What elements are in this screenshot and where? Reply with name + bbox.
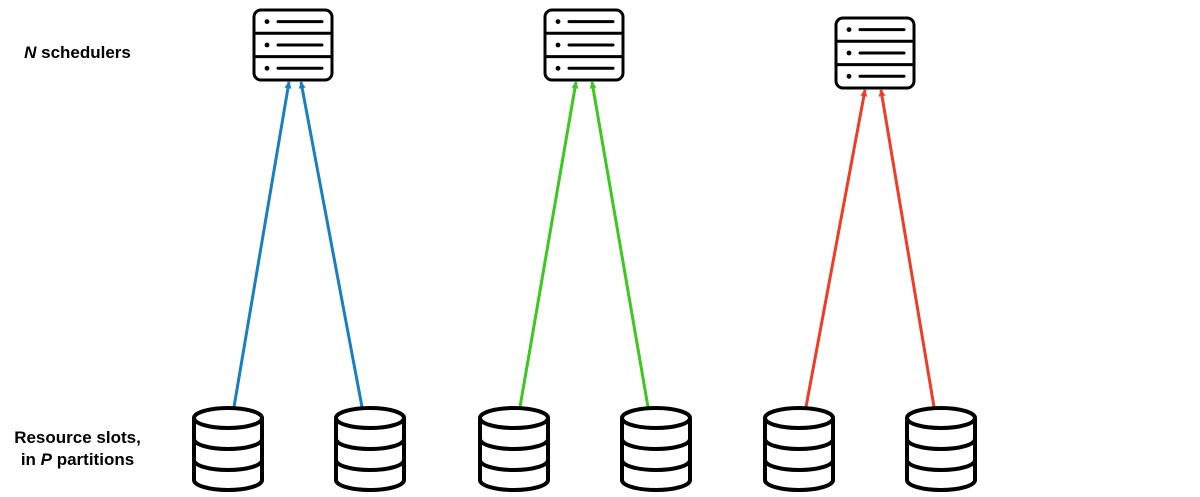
arrow-resource-4-to-scheduler-2 bbox=[589, 81, 650, 408]
resource-slot-3-database-icon bbox=[478, 406, 550, 492]
resource-slot-2-database-icon bbox=[334, 406, 406, 492]
resources-label: Resource slots, in P partitions bbox=[0, 427, 155, 471]
resource-slot-5-database-icon bbox=[763, 406, 835, 492]
resources-variable: P bbox=[40, 450, 52, 469]
arrow-resource-6-to-scheduler-3 bbox=[878, 89, 936, 408]
arrow-resource-5-to-scheduler-3 bbox=[804, 89, 868, 408]
schedulers-label: N schedulers bbox=[0, 42, 155, 64]
resource-slot-4-database-icon bbox=[620, 406, 692, 492]
resources-label-line1: Resource slots, bbox=[14, 428, 141, 447]
scheduler-1-server-icon bbox=[252, 8, 334, 82]
arrow-resource-1-to-scheduler-1 bbox=[232, 81, 292, 408]
resources-line2-suffix: partitions bbox=[52, 450, 135, 469]
scheduler-2-server-icon bbox=[543, 8, 625, 82]
scheduler-3-server-icon bbox=[834, 16, 916, 90]
schedulers-variable: N bbox=[24, 43, 37, 62]
resources-label-line2: in P partitions bbox=[0, 449, 155, 471]
arrow-resource-2-to-scheduler-1 bbox=[298, 81, 364, 408]
resource-slot-6-database-icon bbox=[905, 406, 977, 492]
resources-line2-prefix: in bbox=[20, 450, 41, 469]
schedulers-text: schedulers bbox=[36, 43, 131, 62]
arrow-resource-3-to-scheduler-2 bbox=[518, 81, 579, 408]
resource-slot-1-database-icon bbox=[192, 406, 264, 492]
